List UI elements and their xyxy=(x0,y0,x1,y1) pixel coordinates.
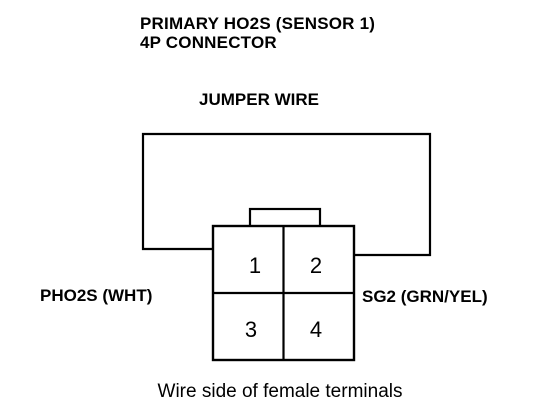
terminal-4: 4 xyxy=(310,317,322,342)
jumper-wire xyxy=(141,132,432,257)
connector-latch xyxy=(248,207,322,229)
diagram-caption: Wire side of female terminals xyxy=(157,381,403,402)
jumper-wire-label: JUMPER WIRE xyxy=(199,90,319,109)
right-wire-label: SG2 (GRN/YEL) xyxy=(362,287,488,306)
terminal-2: 2 xyxy=(310,253,322,278)
terminal-3: 3 xyxy=(245,317,257,342)
title-line-2: 4P CONNECTOR xyxy=(140,33,277,52)
title-line-1: PRIMARY HO2S (SENSOR 1) xyxy=(140,14,376,33)
diagram-title: PRIMARY HO2S (SENSOR 1) 4P CONNECTOR xyxy=(140,14,375,52)
terminal-1: 1 xyxy=(249,253,261,278)
left-wire-label: PHO2S (WHT) xyxy=(40,286,153,305)
